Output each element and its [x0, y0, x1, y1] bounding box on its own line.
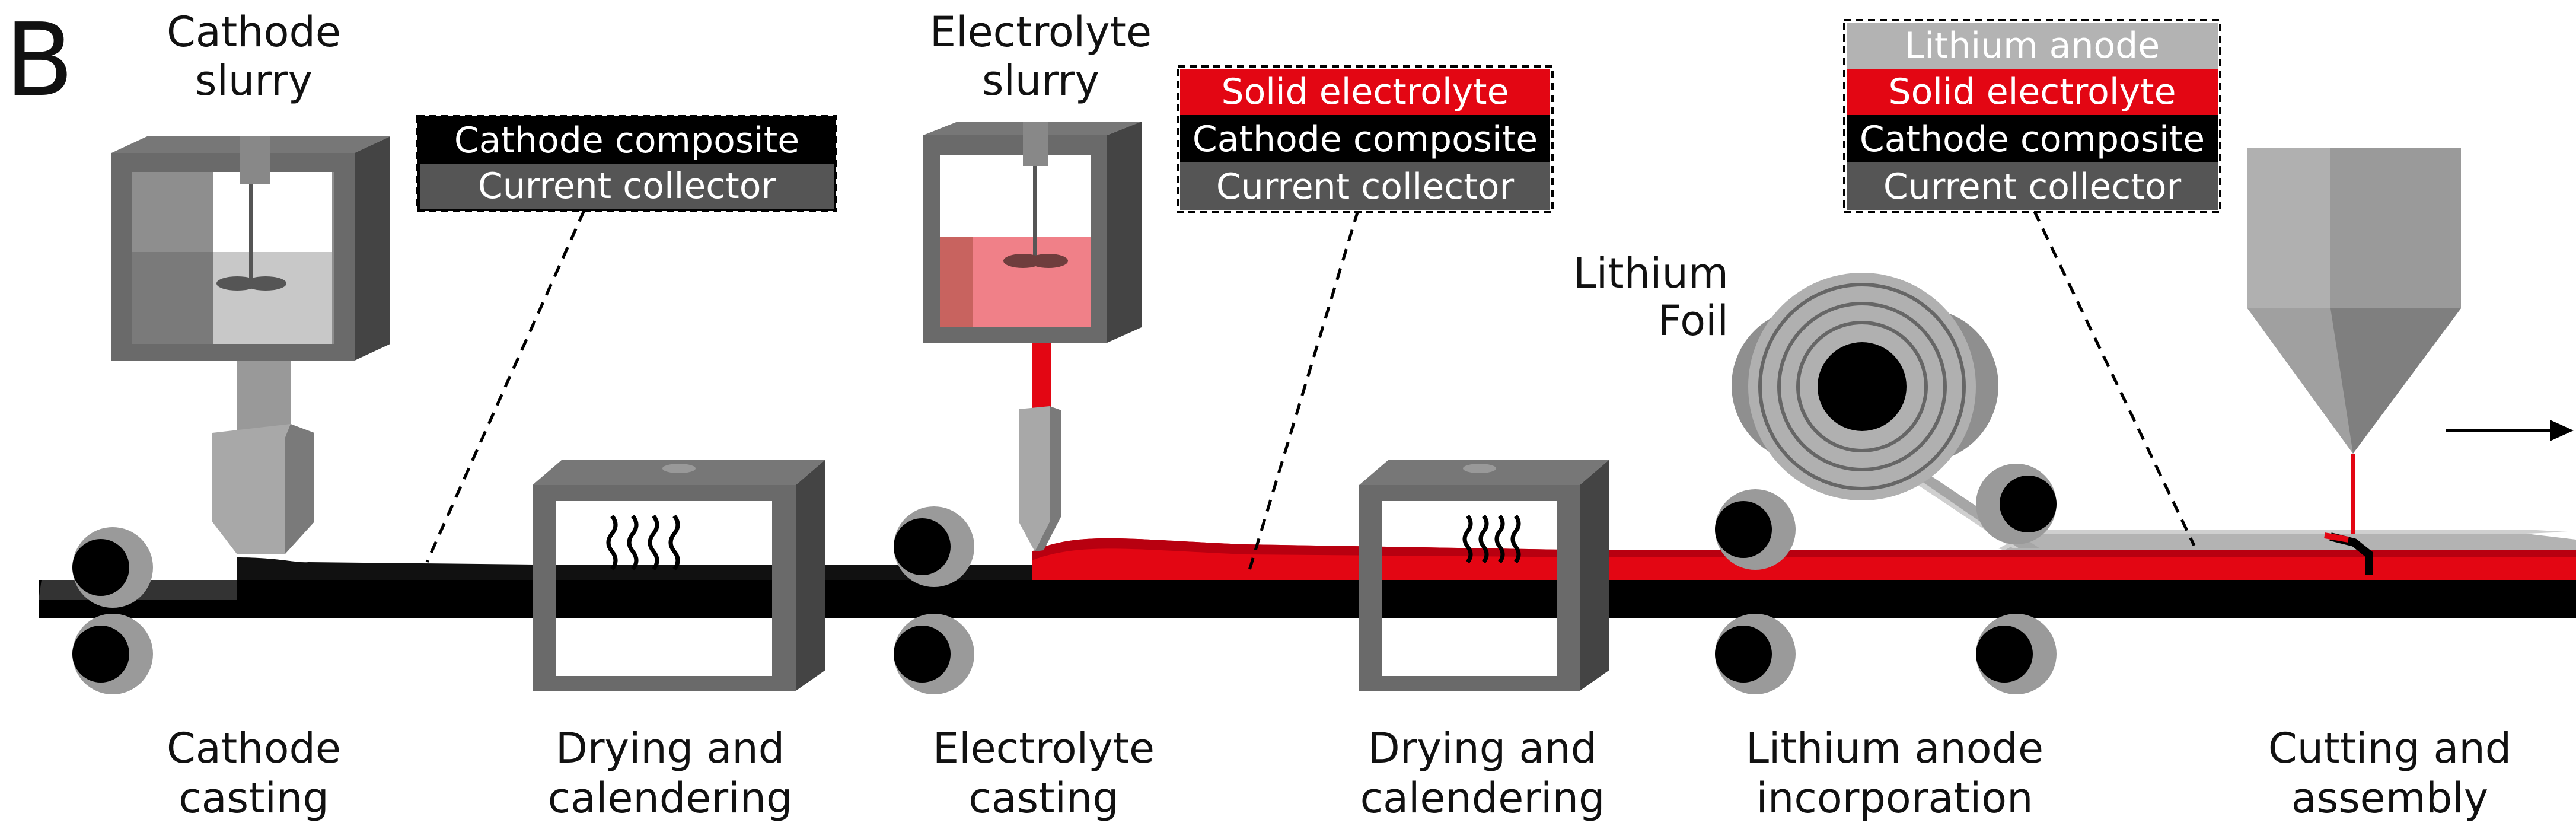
lithium-foil-roll — [1732, 273, 1998, 500]
roller-top-3 — [1715, 489, 1796, 570]
step5-line2: incorporation — [1756, 774, 2033, 822]
step1-line1: Cathode — [167, 724, 341, 773]
lithium-anode-layer — [2004, 534, 2576, 550]
roller-top-4 — [1976, 464, 2057, 544]
stack3-layer-current-collector: Current collector — [1883, 166, 2182, 208]
step2-line1: Drying and — [556, 724, 785, 773]
rollers — [72, 464, 2057, 694]
electrolyte-mixer — [923, 122, 1142, 343]
cathode-slurry-label-line2: slurry — [195, 56, 313, 105]
roller-top-2 — [894, 506, 974, 587]
step6-line1: Cutting and — [2268, 724, 2511, 773]
electrolyte-slurry-label-line2: slurry — [982, 56, 1099, 105]
conveyor-belt — [39, 580, 2576, 618]
cathode-caster — [212, 361, 314, 554]
stack3-layer-lithium-anode: Lithium anode — [1905, 25, 2160, 66]
lithium-foil-label-line2: Foil — [1658, 296, 1729, 345]
roller-bottom-1 — [72, 614, 153, 694]
cathode-slurry-label-line1: Cathode — [167, 8, 341, 56]
step-labels: Cathode casting Drying and calendering E… — [167, 724, 2511, 822]
layer-stack-3: Lithium anode Solid electrolyte Cathode … — [1843, 19, 2221, 213]
input-labels: Cathode slurry Electrolyte slurry Lithiu… — [167, 8, 1729, 345]
cathode-mixer — [111, 136, 390, 361]
roller-bottom-2 — [894, 614, 974, 694]
panel-label: B — [5, 2, 74, 119]
electrolyte-slurry-label-line1: Electrolyte — [930, 8, 1152, 56]
step6-line2: assembly — [2291, 774, 2488, 822]
step3-line2: casting — [968, 774, 1119, 822]
step4-line2: calendering — [1360, 774, 1605, 822]
layer-stack-1: Cathode composite Current collector — [416, 115, 837, 212]
step4-line1: Drying and — [1368, 724, 1597, 773]
drying-oven-1 — [533, 460, 825, 691]
roller-bottom-3 — [1715, 614, 1796, 694]
output-arrow — [2446, 420, 2574, 441]
stack2-layer-cathode-composite: Cathode composite — [1193, 119, 1538, 160]
electrolyte-caster — [1019, 343, 1061, 551]
stack2-layer-solid-electrolyte: Solid electrolyte — [1222, 71, 1509, 113]
roller-top-1 — [72, 527, 153, 608]
stack1-layer-current-collector: Current collector — [478, 165, 776, 207]
step2-line2: calendering — [548, 774, 793, 822]
lithium-foil-label-line1: Lithium — [1573, 249, 1729, 298]
step1-line2: casting — [178, 774, 329, 822]
step5-line1: Lithium anode — [1746, 724, 2043, 773]
step3-line1: Electrolyte — [933, 724, 1155, 773]
leader-lines — [425, 209, 2196, 575]
stack1-layer-cathode-composite: Cathode composite — [454, 120, 799, 161]
layer-stack-2: Solid electrolyte Cathode composite Curr… — [1177, 65, 1554, 213]
stack2-layer-current-collector: Current collector — [1216, 166, 1515, 208]
stack3-layer-cathode-composite: Cathode composite — [1860, 119, 2205, 160]
cutter — [2247, 148, 2461, 575]
stack3-layer-solid-electrolyte: Solid electrolyte — [1889, 71, 2176, 113]
roller-bottom-4 — [1976, 614, 2057, 694]
